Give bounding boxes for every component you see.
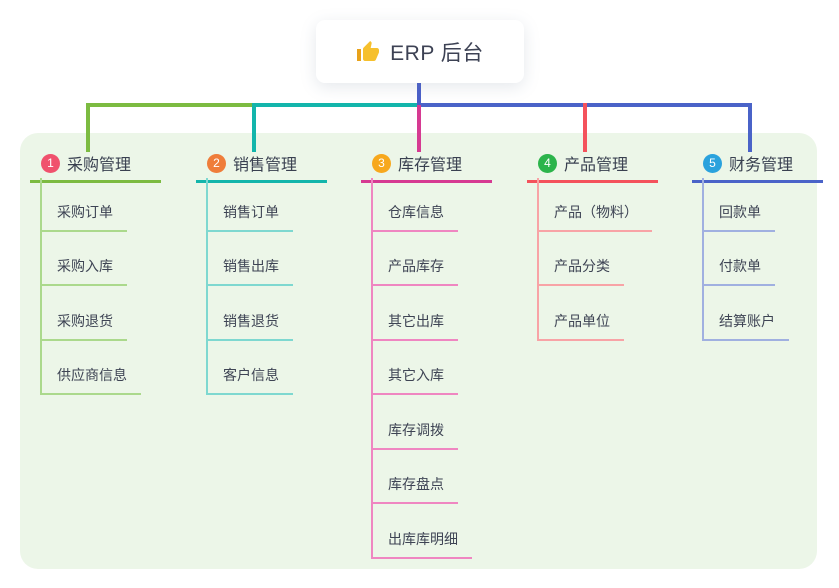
child-node-label: 销售退货 — [223, 313, 279, 329]
child-node-label: 库存调拨 — [388, 422, 444, 438]
child-node-label: 采购订单 — [57, 204, 113, 220]
branch-number-badge: 5 — [703, 153, 722, 173]
child-node[interactable]: 结算账户 — [702, 311, 789, 341]
root-title: ERP 后台 — [390, 41, 484, 65]
child-node-label: 供应商信息 — [57, 367, 127, 383]
branch-label: 销售管理 — [233, 157, 298, 174]
child-node[interactable]: 库存盘点 — [371, 474, 458, 504]
child-node-label: 销售出库 — [223, 258, 279, 274]
branch-number-badge: 4 — [538, 153, 557, 173]
spine-segment-left — [86, 103, 256, 107]
branch-drop-line — [583, 103, 587, 152]
child-node[interactable]: 产品分类 — [537, 256, 624, 286]
child-node-label: 产品（物料） — [554, 204, 638, 220]
child-node[interactable]: 采购订单 — [40, 202, 127, 232]
branch-children-line — [371, 178, 373, 559]
child-node-label: 其它出库 — [388, 313, 444, 329]
branch-drop-line — [748, 103, 752, 152]
child-node[interactable]: 产品库存 — [371, 256, 458, 286]
branch-number-badge: 2 — [207, 153, 226, 173]
branch-drop-line — [417, 105, 421, 152]
child-node-label: 产品分类 — [554, 258, 610, 274]
child-node-label: 客户信息 — [223, 367, 279, 383]
branch-label: 库存管理 — [398, 157, 463, 174]
child-node[interactable]: 采购入库 — [40, 256, 127, 286]
branch-heading-3[interactable]: 3 库存管理 — [361, 151, 492, 183]
branch-heading-2[interactable]: 2 销售管理 — [196, 151, 327, 183]
branch-children-line — [702, 178, 704, 341]
child-node-label: 其它入库 — [388, 367, 444, 383]
branch-label: 产品管理 — [564, 157, 629, 174]
child-node[interactable]: 其它出库 — [371, 311, 458, 341]
mindmap-panel — [20, 133, 817, 569]
child-node[interactable]: 回款单 — [702, 202, 775, 232]
branch-children-line — [40, 178, 42, 395]
child-node[interactable]: 供应商信息 — [40, 365, 141, 395]
child-node[interactable]: 付款单 — [702, 256, 775, 286]
branch-label: 采购管理 — [67, 157, 132, 174]
child-node[interactable]: 库存调拨 — [371, 420, 458, 450]
branch-drop-line — [86, 103, 90, 152]
root-connector-line — [417, 82, 421, 105]
child-node-label: 回款单 — [719, 204, 761, 220]
child-node-label: 采购入库 — [57, 258, 113, 274]
child-node[interactable]: 出库库明细 — [371, 529, 472, 559]
branch-label: 财务管理 — [729, 157, 794, 174]
child-node-label: 库存盘点 — [388, 476, 444, 492]
branch-number-badge: 1 — [41, 153, 60, 173]
child-node-label: 出库库明细 — [388, 531, 458, 547]
branch-number-badge: 3 — [372, 153, 391, 173]
child-node[interactable]: 销售订单 — [206, 202, 293, 232]
child-node-label: 产品库存 — [388, 258, 444, 274]
child-node-label: 仓库信息 — [388, 204, 444, 220]
child-node[interactable]: 产品（物料） — [537, 202, 652, 232]
branch-heading-1[interactable]: 1 采购管理 — [30, 151, 161, 183]
child-node[interactable]: 销售出库 — [206, 256, 293, 286]
branch-heading-4[interactable]: 4 产品管理 — [527, 151, 658, 183]
thumbs-up-icon — [357, 40, 380, 61]
spine-segment-center-left — [252, 103, 417, 107]
child-node-label: 产品单位 — [554, 313, 610, 329]
branch-children-line — [537, 178, 539, 341]
branch-children-line — [206, 178, 208, 395]
root-node[interactable]: ERP 后台 — [316, 20, 524, 83]
child-node-label: 销售订单 — [223, 204, 279, 220]
child-node-label: 结算账户 — [719, 313, 775, 329]
child-node[interactable]: 采购退货 — [40, 311, 127, 341]
branch-drop-line — [252, 103, 256, 152]
child-node[interactable]: 客户信息 — [206, 365, 293, 395]
child-node[interactable]: 仓库信息 — [371, 202, 458, 232]
child-node[interactable]: 产品单位 — [537, 311, 624, 341]
branch-heading-5[interactable]: 5 财务管理 — [692, 151, 823, 183]
child-node-label: 付款单 — [719, 258, 761, 274]
child-node-label: 采购退货 — [57, 313, 113, 329]
child-node[interactable]: 其它入库 — [371, 365, 458, 395]
child-node[interactable]: 销售退货 — [206, 311, 293, 341]
